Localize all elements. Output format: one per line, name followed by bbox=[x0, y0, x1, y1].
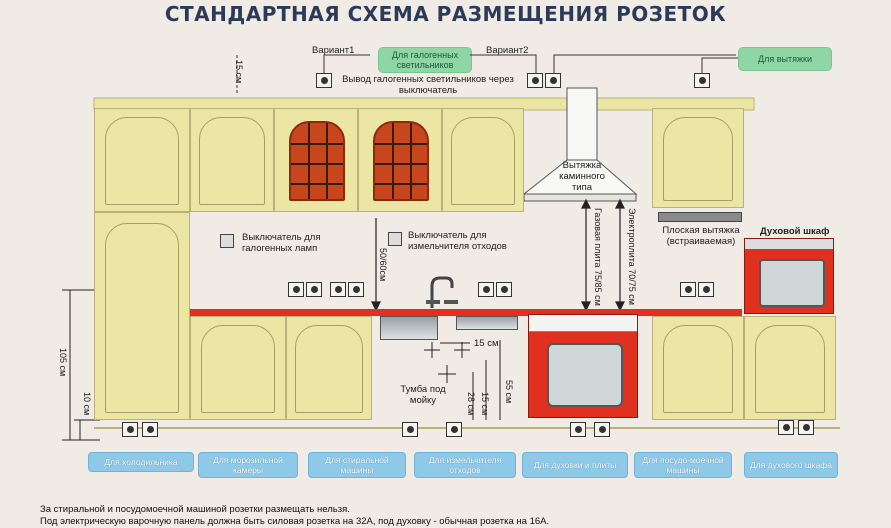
wall-cabinet-4 bbox=[652, 108, 744, 208]
worktop-socket-7 bbox=[680, 282, 696, 297]
glass-door bbox=[289, 121, 345, 201]
electric-stove-dim: Электроплита 70/75 см bbox=[627, 208, 637, 305]
note-1: За стиральной и посудомоечной машиной ро… bbox=[40, 504, 350, 515]
switch-halogen-label: Выключатель для галогенных ламп bbox=[242, 232, 321, 254]
switch-disposer-label: Выключатель для измельчителя отходов bbox=[408, 230, 507, 252]
flat-hood-label: Плоская вытяжка (встраиваемая) bbox=[662, 225, 740, 247]
dim-105: 105 см bbox=[58, 348, 68, 377]
label-fridge: Для холодильника bbox=[88, 452, 194, 472]
base-cabinet-2 bbox=[286, 316, 372, 420]
worktop-socket-3 bbox=[330, 282, 346, 297]
halogen-output-label: Вывод галогенных светильников через выкл… bbox=[342, 74, 514, 96]
dim-28: 28 см bbox=[466, 392, 476, 416]
wall-cabinet-3 bbox=[442, 108, 524, 212]
halogen-lights-label: Для галогенных светильников bbox=[378, 47, 472, 73]
cabinet-door bbox=[199, 117, 265, 205]
label-oven-stove: Для духовки и плиты bbox=[522, 452, 628, 478]
cabinet-door bbox=[105, 117, 179, 205]
sink-left bbox=[380, 316, 438, 340]
base-cabinet-1 bbox=[190, 316, 286, 420]
dim-15cm-sink: 15 см bbox=[474, 338, 499, 349]
switch-disposer bbox=[388, 232, 402, 246]
worktop-socket-8 bbox=[698, 282, 714, 297]
label-oven-cabinet: Для духового шкафа bbox=[744, 452, 838, 478]
sink-cabinet-label: Тумба под мойку bbox=[400, 384, 446, 406]
stove bbox=[528, 314, 638, 418]
cabinet-door bbox=[451, 117, 515, 205]
worktop-socket-6 bbox=[496, 282, 512, 297]
dim-55: 55 см bbox=[504, 380, 514, 404]
worktop-socket-5 bbox=[478, 282, 494, 297]
wall-cabinet-2 bbox=[190, 108, 274, 212]
base-cabinet-3 bbox=[652, 316, 744, 420]
floor-socket-5 bbox=[570, 422, 586, 437]
worktop-socket-4 bbox=[348, 282, 364, 297]
wall-cabinet-glass-1 bbox=[274, 108, 358, 212]
dim-15: 15 см bbox=[480, 392, 490, 416]
stove-oven-window bbox=[547, 343, 623, 407]
label-washer: Для стиральной машины bbox=[308, 452, 406, 478]
floor-socket-2 bbox=[142, 422, 158, 437]
floor-socket-3 bbox=[402, 422, 418, 437]
label-disposer: Для измельчителя отходов bbox=[414, 452, 516, 478]
cabinet-door bbox=[105, 223, 179, 413]
wall-cabinet-glass-2 bbox=[358, 108, 442, 212]
tall-cabinet-fridge bbox=[94, 212, 190, 420]
variant2-label: Вариант2 bbox=[486, 45, 529, 56]
label-freezer: Для морозильной камеры bbox=[198, 452, 298, 478]
base-cabinet-4 bbox=[744, 316, 836, 420]
cabinet-door bbox=[201, 325, 275, 413]
floor-socket-8 bbox=[798, 420, 814, 435]
wall-cabinet-1 bbox=[94, 108, 190, 212]
cabinet-door bbox=[755, 325, 825, 413]
oven-cabinet-label: Духовой шкаф bbox=[760, 226, 830, 237]
glass-door bbox=[373, 121, 429, 201]
page-title: СТАНДАРТНАЯ СХЕМА РАЗМЕЩЕНИЯ РОЗЕТОК bbox=[164, 2, 727, 26]
floor-socket-4 bbox=[446, 422, 462, 437]
sink-right bbox=[456, 316, 518, 330]
socket-hood bbox=[545, 73, 561, 88]
socket-variant1 bbox=[316, 73, 332, 88]
socket-hood-right bbox=[694, 73, 710, 88]
socket-variant2 bbox=[527, 73, 543, 88]
cabinet-door bbox=[663, 117, 733, 201]
faucet-icon bbox=[426, 276, 458, 308]
note-2: Под электрическую варочную панель должна… bbox=[40, 516, 550, 527]
floor-socket-6 bbox=[594, 422, 610, 437]
built-in-oven bbox=[744, 238, 834, 314]
worktop-socket-2 bbox=[306, 282, 322, 297]
cabinet-door bbox=[663, 325, 733, 413]
floor-socket-7 bbox=[778, 420, 794, 435]
fireplace-hood-label: Вытяжка каминного типа bbox=[559, 160, 605, 193]
worktop-socket-1 bbox=[288, 282, 304, 297]
label-dishwasher: Для посудо-моечной машины bbox=[634, 452, 732, 478]
gas-stove-dim: Газовая плита 75/85 см bbox=[593, 208, 603, 306]
switch-halogen bbox=[220, 234, 234, 248]
floor-socket-1 bbox=[122, 422, 138, 437]
stove-control-panel bbox=[529, 315, 637, 332]
dim-10: 10 см bbox=[82, 392, 92, 416]
flat-hood bbox=[658, 212, 742, 222]
cabinet-door bbox=[295, 325, 363, 413]
hood-socket-label: Для вытяжки bbox=[738, 47, 832, 71]
variant1-label: Вариант1 bbox=[312, 45, 355, 56]
dim-50-60: 50/60см bbox=[378, 248, 388, 282]
oven-window bbox=[759, 259, 825, 307]
